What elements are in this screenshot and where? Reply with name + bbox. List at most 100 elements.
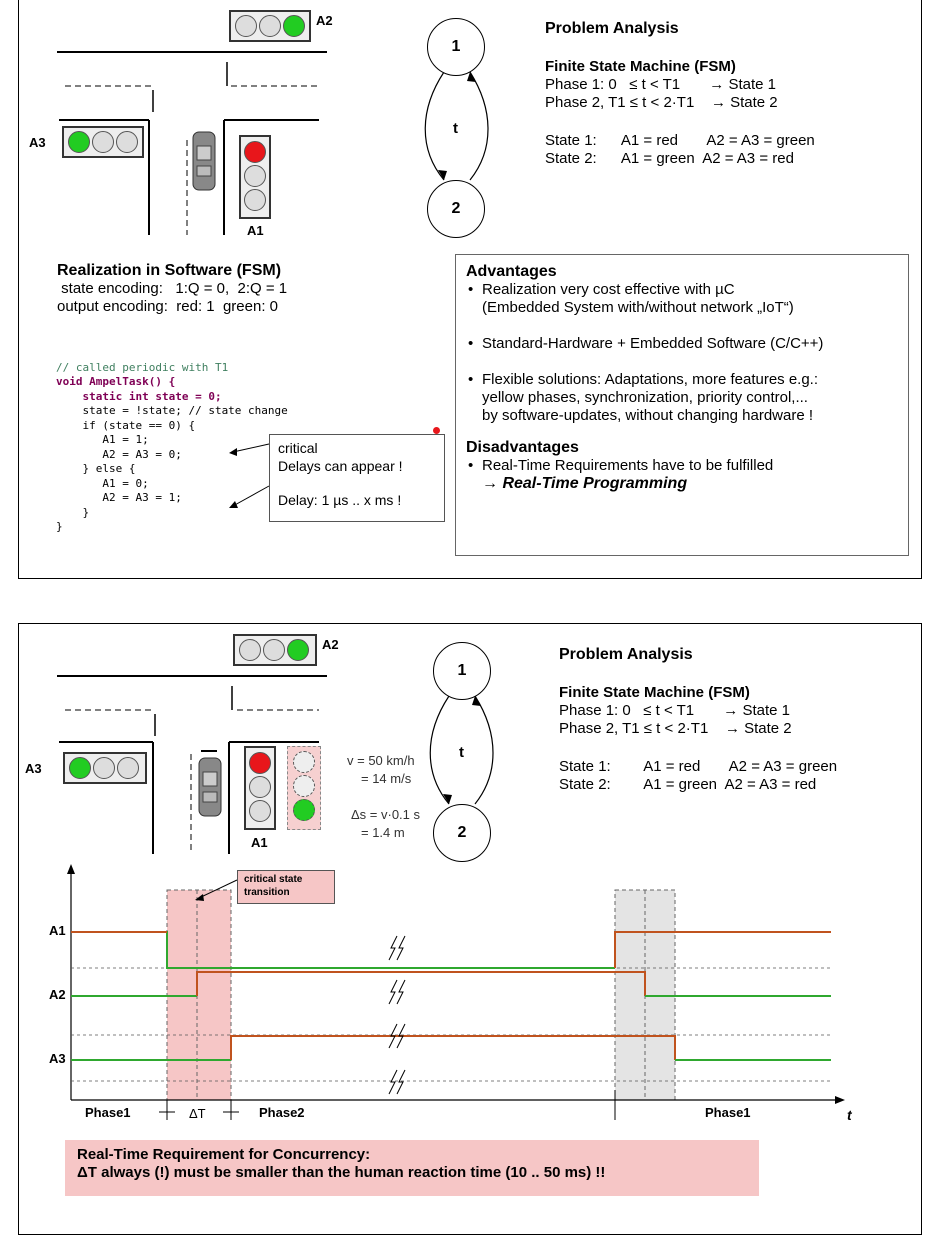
state-1-label: 1 — [457, 662, 467, 679]
timing-diagram — [67, 864, 845, 1120]
phase1-line: Phase 1: 0 ≤ t < T1 → State 1 — [545, 76, 776, 93]
requirement-box: Real-Time Requirement for Concurrency: Δ… — [65, 1140, 759, 1196]
state-encoding: state encoding: 1:Q = 0, 2:Q = 1 — [57, 280, 288, 297]
timing-label-a2: A2 — [49, 987, 66, 1002]
state-2-label: 2 — [451, 200, 461, 217]
adv3b: yellow phases, synchronization, priority… — [482, 389, 808, 406]
critical-callout: critical Delays can appear ! Delay: 1 µs… — [269, 434, 445, 522]
code-line: static int state = 0; — [56, 389, 222, 403]
realization-title: Realization in Software (FSM) — [57, 262, 282, 279]
state2-line: State 2: A1 = green A2 = A3 = red — [559, 776, 817, 793]
light-green — [68, 131, 90, 153]
light-off — [249, 800, 271, 822]
label-a3: A3 — [25, 761, 42, 776]
code-line: // called periodic with T1 — [56, 360, 229, 374]
traffic-light-a1-future — [287, 746, 321, 830]
light-green — [69, 757, 91, 779]
light-off — [116, 131, 138, 153]
problem-title: Problem Analysis — [559, 646, 693, 663]
code-line: A2 = A3 = 1; — [56, 491, 182, 504]
code-line: } — [56, 505, 90, 519]
transition-label: t — [453, 120, 458, 137]
output-encoding: output encoding: red: 1 green: 0 — [57, 298, 278, 315]
speed1: v = 50 km/h — [347, 753, 415, 768]
adv1a: Realization very cost effective with µC — [482, 281, 735, 298]
traffic-light-a3 — [63, 752, 147, 784]
light-off — [293, 751, 315, 773]
transition-label: t — [459, 744, 464, 761]
traffic-light-a1 — [244, 746, 276, 830]
critical-label-1: critical state — [244, 874, 303, 885]
phase2-line: Phase 2, T1 ≤ t < 2·T1 → State 2 — [545, 94, 778, 111]
light-off — [117, 757, 139, 779]
intersection-diagram-2 — [57, 675, 327, 854]
slide-fsm-software: A2 A3 A1 1 2 t Problem Analysis Finite S… — [18, 0, 922, 579]
state-diagram — [424, 71, 489, 181]
realization-section: Realization in Software (FSM) state enco… — [57, 262, 287, 316]
state1-line: State 1: A1 = red A2 = A3 = green — [545, 132, 815, 149]
code-line: void AmpelTask() { — [56, 375, 176, 388]
label-a3: A3 — [29, 135, 46, 150]
label-a2: A2 — [316, 13, 333, 28]
light-off — [239, 639, 261, 661]
speed-note: v = 50 km/h = 14 m/s Δs = v·0.1 s = 1.4 … — [347, 752, 420, 842]
code-line: } — [56, 520, 63, 533]
red-dot — [433, 427, 440, 434]
state1-line: State 1: A1 = red A2 = A3 = green — [559, 758, 838, 775]
callout-arrows — [229, 443, 270, 508]
light-off — [93, 757, 115, 779]
dis1: Real-Time Requirements have to be fulfil… — [482, 457, 774, 474]
code-line: A2 = A3 = 0; — [56, 447, 182, 461]
advantage-item: Standard-Hardware + Embedded Software (C… — [468, 335, 898, 353]
disadvantage-item: Real-Time Requirements have to be fulfil… — [468, 457, 898, 493]
adv1b: (Embedded System with/without network „I… — [482, 299, 794, 316]
light-off — [235, 15, 257, 37]
problem-title: Problem Analysis — [545, 20, 679, 37]
dist1: Δs = v·0.1 s — [351, 807, 421, 822]
state-1-label: 1 — [451, 38, 461, 55]
light-off — [244, 189, 266, 211]
disadvantages-title: Disadvantages — [466, 439, 579, 456]
light-off — [263, 639, 285, 661]
state-1-node: 1 — [427, 18, 485, 76]
code-line: A1 = 1; — [56, 433, 149, 446]
adv3c: by software-updates, without changing ha… — [482, 407, 814, 424]
light-red — [244, 141, 266, 163]
requirement-line2: ΔT always (!) must be smaller than the h… — [77, 1164, 606, 1181]
adv3a: Flexible solutions: Adaptations, more fe… — [482, 371, 819, 388]
callout-delay: Delay: 1 µs .. x ms ! — [278, 492, 402, 508]
requirement-line1: Real-Time Requirement for Concurrency: — [77, 1146, 371, 1163]
light-off — [249, 776, 271, 798]
light-off — [293, 775, 315, 797]
advantages-title: Advantages — [466, 263, 557, 280]
state-2-node: 2 — [433, 804, 491, 862]
light-green — [283, 15, 305, 37]
state-2-label: 2 — [457, 824, 467, 841]
callout-critical: critical — [278, 440, 318, 456]
light-red — [249, 752, 271, 774]
light-off — [244, 165, 266, 187]
t-axis-label: t — [847, 1107, 852, 1123]
light-off — [92, 131, 114, 153]
critical-transition-note: critical state transition — [237, 870, 335, 904]
advantages-box: Advantages Realization very cost effecti… — [455, 254, 909, 556]
traffic-light-a3 — [62, 126, 144, 158]
timing-label-a1: A1 — [49, 923, 66, 938]
label-a1: A1 — [247, 223, 264, 238]
dis2: → Real-Time Programming — [482, 475, 688, 492]
delta-t-label: ΔT — [189, 1106, 206, 1121]
light-green — [287, 639, 309, 661]
adv2: Standard-Hardware + Embedded Software (C… — [482, 335, 824, 352]
code-line: A1 = 0; — [56, 476, 149, 490]
critical-label-2: transition — [244, 887, 290, 898]
state-diagram — [429, 695, 494, 805]
advantage-item: Realization very cost effective with µC(… — [468, 281, 898, 317]
timing-label-a3: A3 — [49, 1051, 66, 1066]
code-line: state = !state; // state change — [56, 404, 288, 417]
phase1-right-label: Phase1 — [705, 1105, 751, 1120]
problem-analysis: Problem Analysis Finite State Machine (F… — [545, 20, 815, 168]
advantage-item: Flexible solutions: Adaptations, more fe… — [468, 371, 898, 425]
code-block: // called periodic with T1 void AmpelTas… — [56, 346, 288, 535]
phase1-line: Phase 1: 0 ≤ t < T1 → State 1 — [559, 702, 790, 719]
traffic-light-a1 — [239, 135, 271, 219]
